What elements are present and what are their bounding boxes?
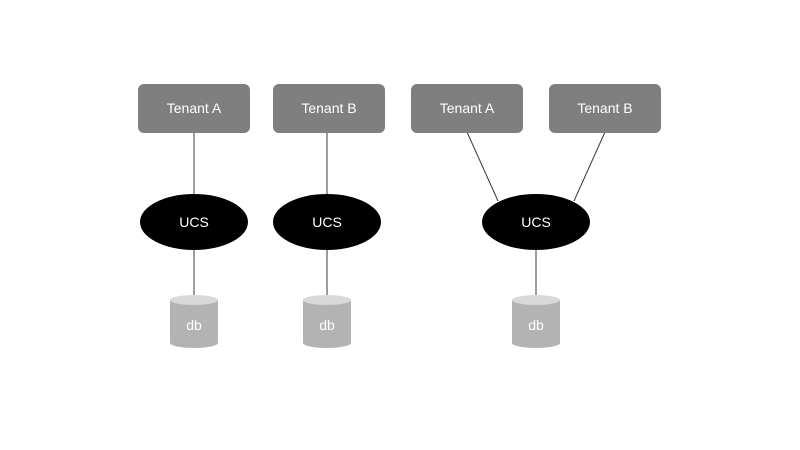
database-label: db — [186, 317, 202, 333]
tenant-label: Tenant B — [577, 100, 632, 116]
tenant-node: Tenant B — [549, 84, 661, 133]
ucs-ellipse — [273, 194, 381, 250]
group-3-shared: Tenant A Tenant B UCS db — [411, 84, 661, 348]
database-top — [170, 295, 218, 305]
ucs-label: UCS — [521, 214, 551, 230]
database-body — [170, 300, 218, 348]
ucs-label: UCS — [312, 214, 342, 230]
connector-tenant-b-to-shared-ucs — [573, 131, 606, 202]
ucs-node: UCS — [273, 194, 381, 250]
tenant-node: Tenant B — [273, 84, 385, 133]
connector-tenant-a-to-shared-ucs — [466, 131, 499, 202]
ucs-label: UCS — [179, 214, 209, 230]
database-top — [303, 295, 351, 305]
database-cylinder: db — [303, 295, 351, 348]
tenant-box — [273, 84, 385, 133]
group-1: Tenant A UCS db — [138, 84, 250, 348]
database-top — [512, 295, 560, 305]
database-cylinder: db — [512, 295, 560, 348]
tenant-label: Tenant A — [440, 100, 495, 116]
database-label: db — [528, 317, 544, 333]
tenant-box — [411, 84, 523, 133]
tenant-node: Tenant A — [411, 84, 523, 133]
tenant-node: Tenant A — [138, 84, 250, 133]
tenant-label: Tenant A — [167, 100, 222, 116]
ucs-ellipse — [140, 194, 248, 250]
database-label: db — [319, 317, 335, 333]
group-2: Tenant B UCS db — [273, 84, 385, 348]
ucs-node: UCS — [140, 194, 248, 250]
ucs-ellipse — [482, 194, 590, 250]
ucs-node: UCS — [482, 194, 590, 250]
tenant-label: Tenant B — [301, 100, 356, 116]
tenant-box — [138, 84, 250, 133]
tenant-box — [549, 84, 661, 133]
database-cylinder: db — [170, 295, 218, 348]
database-body — [512, 300, 560, 348]
database-body — [303, 300, 351, 348]
